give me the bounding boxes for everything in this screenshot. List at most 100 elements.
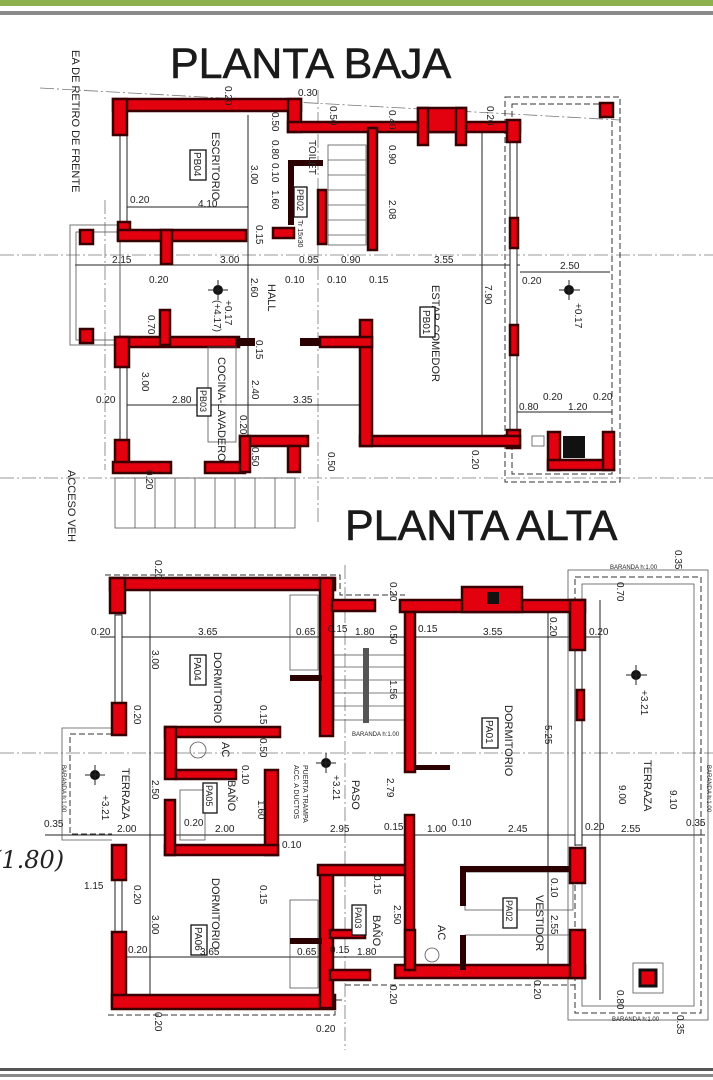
room-name: DORMITORIO	[209, 878, 221, 950]
dimension-label: 0.20	[547, 617, 558, 637]
level-text: +3.21	[99, 795, 110, 821]
dimension-label: 1.56	[387, 680, 398, 700]
dimension-label: 0.20	[222, 86, 233, 106]
dimension-label: 5.25	[542, 725, 553, 745]
level-text: (+4.17)	[211, 300, 222, 332]
dimension-label: 0.10	[285, 275, 305, 286]
dimension-label: 2.00	[117, 824, 137, 835]
dimension-label: 0.50	[257, 738, 268, 758]
dimension-label: 9.00	[616, 785, 627, 805]
dimension-label: 0.10	[239, 765, 250, 785]
dimension-label: 0.30	[298, 88, 318, 99]
dimension-label: 0.65	[297, 947, 317, 958]
roof-outline	[105, 574, 405, 596]
dimension-label: 0.15	[253, 225, 264, 245]
room-code: PB02	[295, 189, 305, 211]
dimension-label: 3.00	[149, 915, 160, 935]
railing-label: BARANDA h:1.00	[60, 765, 66, 813]
dimension-label: 2.08	[386, 200, 397, 220]
dimension-label: 0.20	[387, 985, 398, 1005]
dimension-label: 3.55	[483, 627, 503, 638]
dimension-label: 0.50	[325, 452, 336, 472]
dimension-label: 0.80	[269, 140, 280, 160]
room-tag	[202, 782, 218, 814]
dimension-label: 2.45	[508, 824, 528, 835]
railing-label: BARANDA h:1.00	[612, 1017, 660, 1023]
dimension-label: 2.95	[330, 824, 350, 835]
room-tag	[196, 387, 212, 417]
planta-alta-title: PLANTA ALTA	[345, 502, 618, 550]
room-code: PB04	[191, 152, 202, 177]
dimension-label: 0.95	[299, 255, 319, 266]
dimension-label: 7.90	[482, 285, 493, 305]
room-tag	[293, 186, 308, 218]
dimension-label: 1.00	[427, 824, 447, 835]
room-code: PB01	[420, 310, 431, 335]
dimension-label: 3.00	[248, 165, 259, 185]
dimension-label: 0.20	[522, 276, 542, 287]
dimension-label: 2.50	[391, 905, 402, 925]
dimension-label: 0.10	[269, 163, 280, 183]
dimension-label: 0.15	[418, 624, 438, 635]
level-marker-icon	[85, 765, 105, 785]
dimensions-planta-alta: 0.20 0.20 3.65 0.65 0.15 1.80 0.20 0.50 …	[44, 550, 706, 1035]
room-name: VESTIDOR	[533, 895, 545, 951]
axis-line	[39, 87, 621, 121]
trapdoor-note: ACC. A DUCTOS	[292, 765, 299, 819]
room-code: PA06	[192, 927, 203, 951]
trapdoor-note: PUERTA TRAMPA	[301, 765, 308, 823]
dimension-label: 0.20	[585, 822, 605, 833]
dimension-label: 0.20	[484, 106, 495, 126]
dimension-label: 1.60	[255, 800, 266, 820]
dimension-label: 0.20	[152, 560, 163, 580]
dimension-label: 0.20	[91, 627, 111, 638]
terrace-outline	[574, 576, 702, 1014]
dimension-label: 3.00	[220, 255, 240, 266]
dimension-label: 0.50	[387, 625, 398, 645]
dimension-label: 0.15	[371, 875, 382, 895]
dimensions-planta-baja: 0.20 4.10 3.00 0.50 0.80 0.10 1.60 0.15 …	[96, 86, 613, 490]
level-marker-icon	[626, 665, 647, 685]
bathtub	[179, 789, 206, 841]
level-text: +0.17	[572, 303, 583, 329]
room-name: TERRAZA	[119, 768, 131, 820]
terrace-outline	[69, 733, 112, 835]
level-text: +3.21	[330, 775, 341, 801]
walls-planta-alta	[108, 576, 664, 1011]
dimension-label: 0.20	[237, 415, 248, 435]
dimension-label: 2.15	[112, 255, 132, 266]
room-tag	[190, 924, 208, 956]
dimension-label: 3.35	[293, 395, 313, 406]
dimension-label: 0.20	[184, 818, 204, 829]
room-name: PASO	[349, 780, 361, 810]
dimension-label: 2.60	[248, 278, 259, 298]
dimension-label: 2.80	[172, 395, 192, 406]
room-tag	[189, 654, 207, 686]
dimension-label: 0.15	[384, 822, 404, 833]
dimension-label: 2.55	[621, 824, 641, 835]
dimension-label: 0.10	[327, 275, 347, 286]
room-tag	[351, 904, 367, 936]
walls-planta-baja	[78, 97, 616, 475]
room-name: ESCRITORIO	[209, 132, 221, 201]
closet	[289, 594, 319, 671]
dimension-label: 0.90	[341, 255, 361, 266]
room-name: BAÑO	[225, 780, 238, 812]
dimension-label: 3.00	[139, 372, 150, 392]
dimension-label: 2.40	[249, 380, 260, 400]
dimension-label: 0.20	[589, 627, 609, 638]
header-bar	[0, 0, 713, 6]
dimension-label: 3.65	[198, 627, 218, 638]
dimension-label: 1.80	[355, 627, 375, 638]
grill	[563, 436, 585, 458]
dimension-label: 0.35	[674, 1015, 685, 1035]
dimension-label: 2.55	[548, 915, 559, 935]
railing-label: BARANDA h:1.00	[705, 765, 711, 813]
porch-outline	[69, 224, 121, 346]
water-heater-icon	[189, 741, 207, 759]
dimension-label: 0.15	[330, 945, 350, 956]
room-tag	[481, 717, 499, 749]
dimension-label: 0.15	[328, 624, 348, 635]
dimension-label: 0.20	[593, 392, 613, 403]
dimension-label: 0.20	[130, 195, 150, 206]
